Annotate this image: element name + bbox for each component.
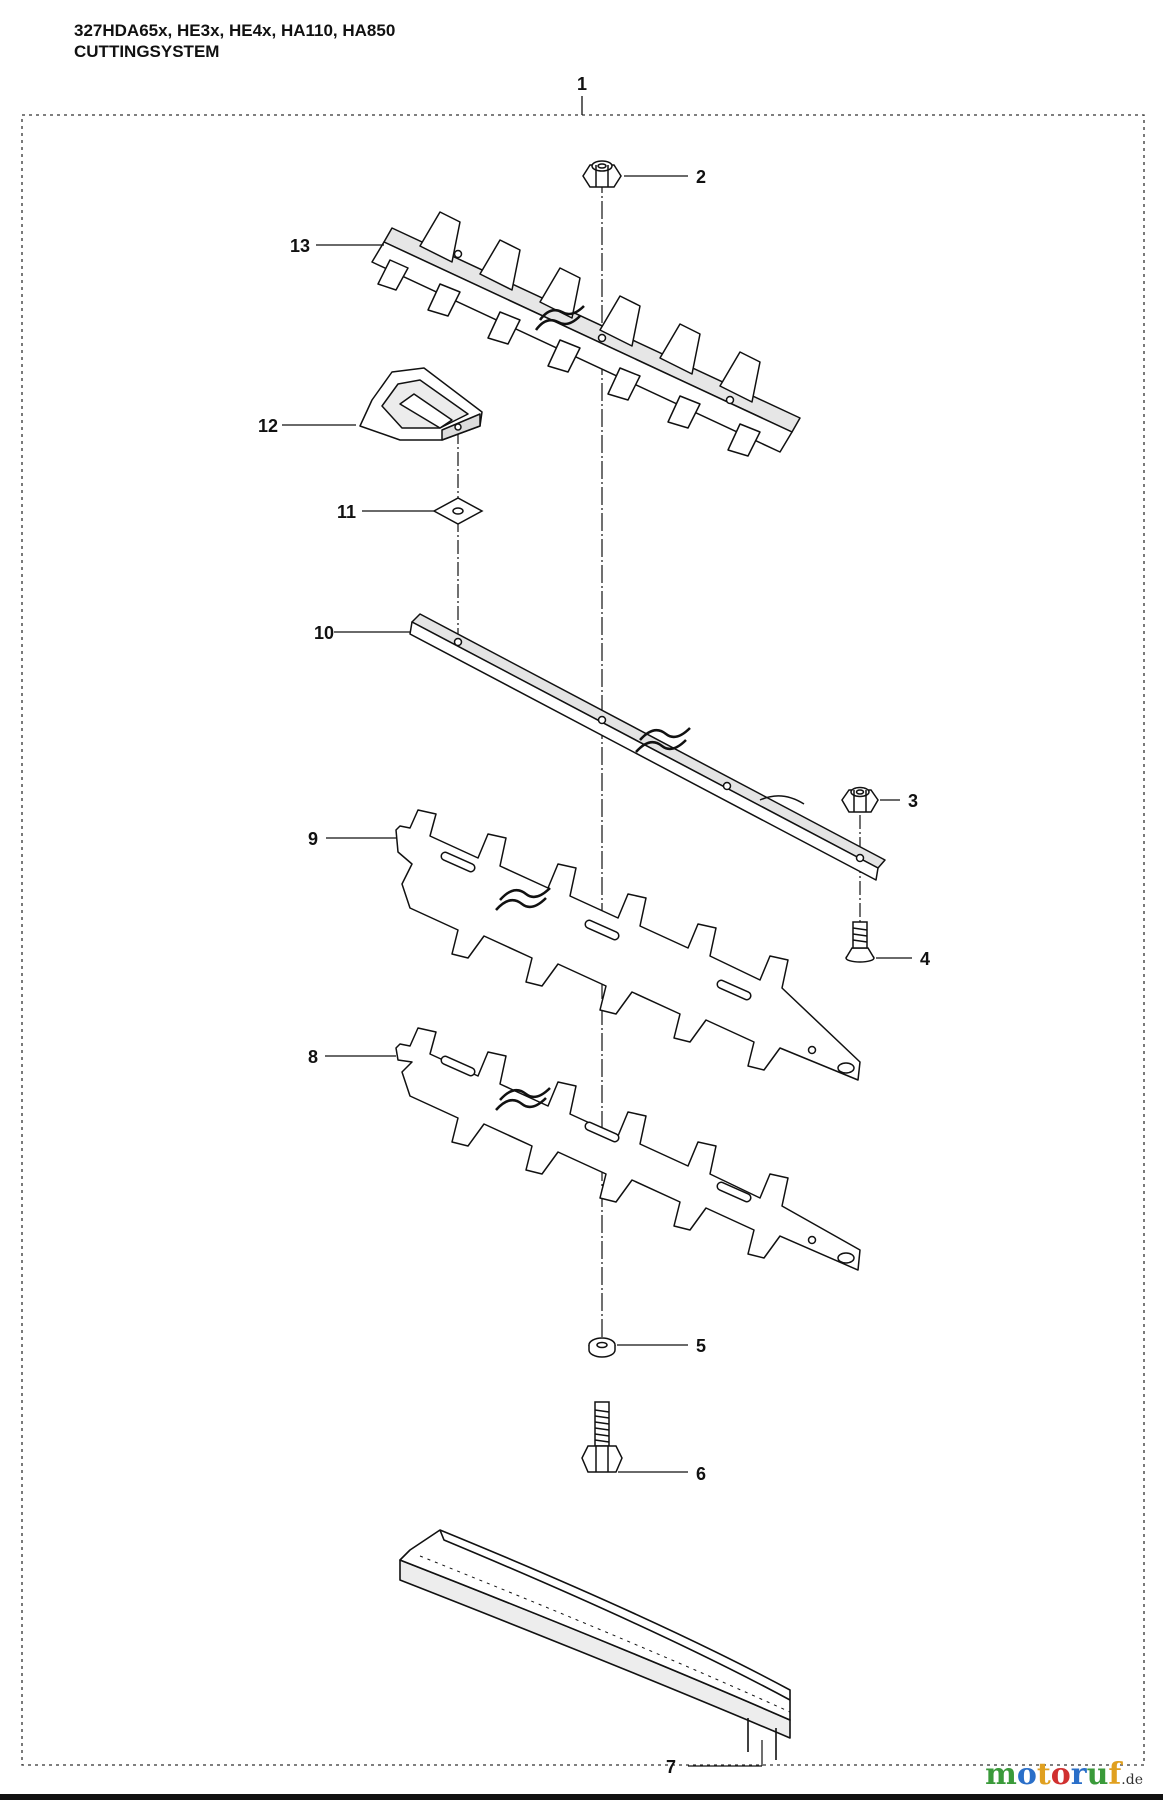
section-title: CUTTINGSYSTEM xyxy=(74,42,220,61)
callout-12: 12 xyxy=(258,416,278,436)
screw-part-4 xyxy=(845,921,875,963)
callout-1: 1 xyxy=(577,74,587,94)
callout-3: 3 xyxy=(908,791,918,811)
washer-part-5 xyxy=(588,1337,616,1358)
page-header: 327HDA65x, HE3x, HE4x, HA110, HA850 CUTT… xyxy=(74,20,395,62)
nut-part-2 xyxy=(582,160,622,188)
bolt-part-6 xyxy=(581,1401,623,1473)
callout-6: 6 xyxy=(696,1464,706,1484)
callout-7: 7 xyxy=(666,1757,676,1777)
callout-9: 9 xyxy=(308,829,318,849)
cutter-guard-part-13 xyxy=(371,211,801,457)
callout-5: 5 xyxy=(696,1336,706,1356)
assembly-frame xyxy=(21,114,1145,1766)
callout-10: 10 xyxy=(314,623,334,643)
callout-4: 4 xyxy=(920,949,930,969)
callout-8: 8 xyxy=(308,1047,318,1067)
callout-2: 2 xyxy=(696,167,706,187)
blade-cover-part-7 xyxy=(399,1529,791,1760)
clamp-plate-part-12 xyxy=(359,367,483,441)
guide-bar-part-10 xyxy=(409,613,886,881)
upper-blade-part-9 xyxy=(395,809,861,1081)
nut-part-3 xyxy=(841,786,879,813)
leader-lines xyxy=(282,175,912,1767)
watermark-logo: motoruf.de xyxy=(985,1757,1143,1792)
bottom-rule xyxy=(0,1794,1163,1800)
washer-part-11 xyxy=(432,497,484,525)
callout-13: 13 xyxy=(290,236,310,256)
callout-11: 11 xyxy=(337,502,356,522)
lower-blade-part-8 xyxy=(395,1027,861,1271)
model-list: 327HDA65x, HE3x, HE4x, HA110, HA850 xyxy=(74,21,396,40)
